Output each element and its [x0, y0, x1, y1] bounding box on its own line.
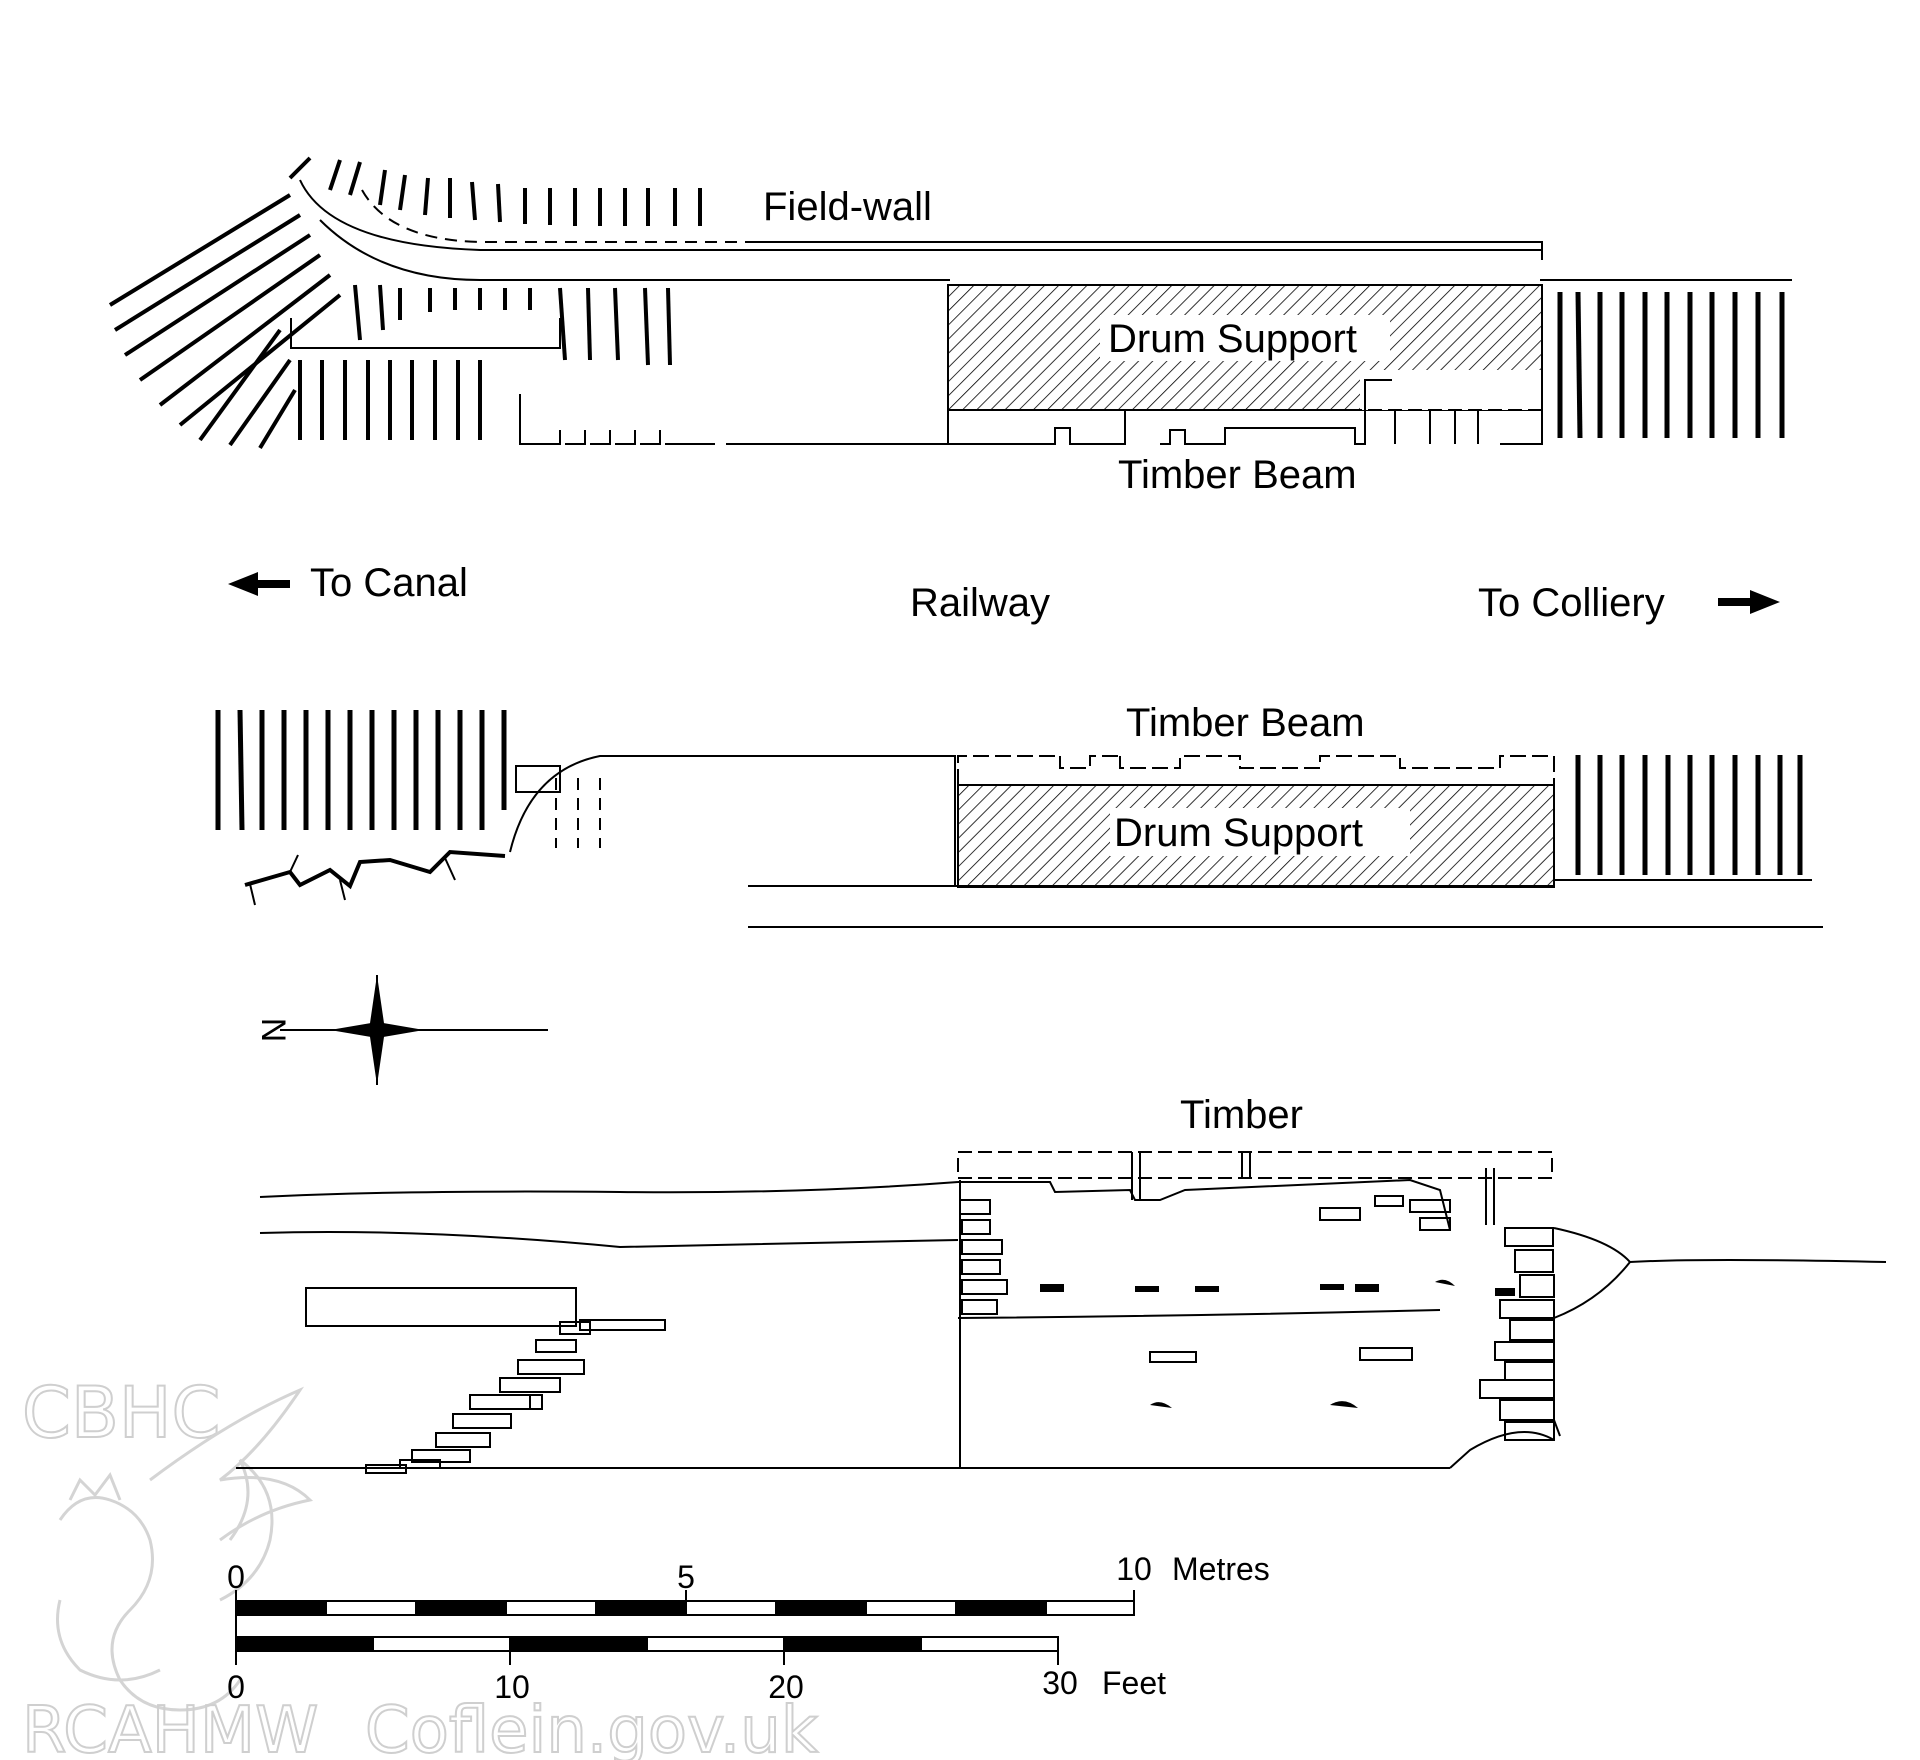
- scale-metres-tick-10: 10: [1116, 1551, 1152, 1587]
- scale-bars: 0 5 10 Metres 0 10 20 30 Feet: [227, 1551, 1270, 1705]
- label-to-canal: To Canal: [310, 561, 468, 605]
- scale-feet-tick-20: 20: [768, 1669, 804, 1705]
- hachures-lower-left: [215, 709, 507, 831]
- watermark-cbhc: CBHC: [22, 1372, 220, 1454]
- scale-metres-unit: Metres: [1172, 1551, 1270, 1587]
- timber-sockets: [1040, 1279, 1515, 1408]
- hachures-upper-left: [108, 156, 702, 450]
- watermark-rcahmw: RCAHMW: [22, 1694, 318, 1760]
- label-to-colliery: To Colliery: [1478, 581, 1665, 625]
- plan-lower: [215, 709, 1823, 928]
- label-timber-beam-upper: Timber Beam: [1118, 453, 1357, 497]
- scale-feet-tick-30: 30: [1042, 1665, 1078, 1701]
- scale-feet-tick-0: 0: [227, 1669, 245, 1705]
- label-field-wall: Field-wall: [763, 185, 932, 229]
- hachures-upper-right: [1557, 291, 1785, 439]
- label-railway: Railway: [910, 581, 1050, 625]
- scale-metres-tick-5: 5: [677, 1559, 695, 1595]
- north-arrow-icon: N: [254, 975, 548, 1085]
- label-drum-support-upper: Drum Support: [1108, 317, 1357, 361]
- label-timber: Timber: [1180, 1093, 1303, 1137]
- direction-labels: To Canal Railway To Colliery: [228, 561, 1780, 625]
- dragon-logo: [56, 1386, 314, 1712]
- scale-feet-tick-10: 10: [494, 1669, 530, 1705]
- plan-upper: [108, 156, 1792, 450]
- metres-scale-bar: [235, 1590, 1135, 1630]
- scale-metres-tick-0: 0: [227, 1559, 245, 1595]
- north-letter: N: [254, 1018, 292, 1043]
- elevation-section: [236, 1151, 1887, 1474]
- scale-feet-unit: Feet: [1102, 1665, 1166, 1701]
- feet-scale-bar: [235, 1630, 1059, 1665]
- right-arrow-icon: [1718, 590, 1780, 614]
- left-arrow-icon: [228, 572, 290, 596]
- label-timber-beam-lower: Timber Beam: [1126, 701, 1365, 745]
- watermark: CBHC RCAHMW Coflein.gov.uk: [21, 1371, 819, 1760]
- hachures-lower-right: [1575, 755, 1803, 875]
- masonry-stones: [365, 1195, 1555, 1474]
- watermark-coflein: Coflein.gov.uk: [365, 1694, 818, 1760]
- label-drum-support-lower: Drum Support: [1114, 811, 1363, 855]
